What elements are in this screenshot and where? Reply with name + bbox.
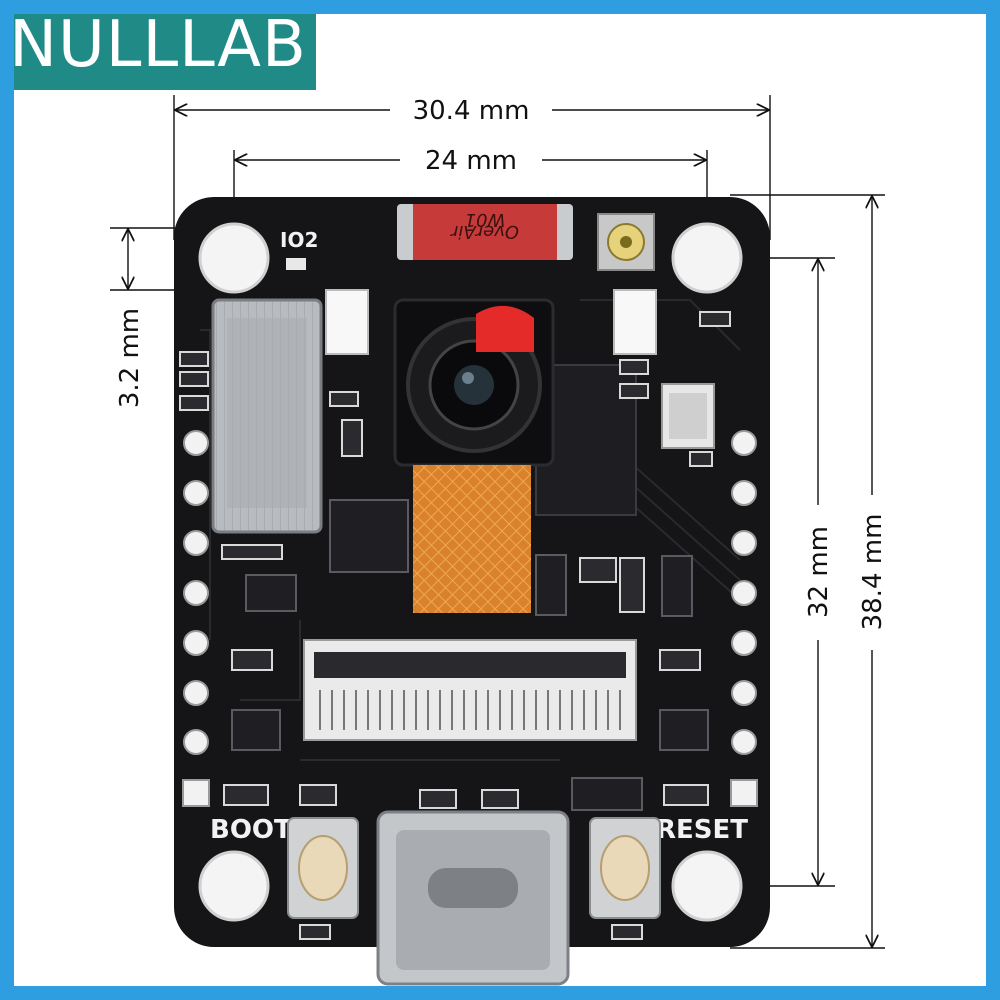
dim-hole-spacing-y: 32 mm: [804, 526, 834, 618]
crystal-oscillator: [661, 383, 715, 449]
edge-pads-right: [730, 430, 758, 807]
camera-module: [393, 298, 555, 467]
antenna-label-line2: W01: [465, 209, 506, 230]
antenna-label-line1: OverAir: [449, 221, 519, 242]
flash-led-right: [613, 289, 657, 355]
dim-outer-height: 38.4 mm: [858, 514, 888, 631]
ic-packages: [231, 499, 709, 811]
silkscreen-boot: BOOT: [210, 815, 292, 845]
fpc-connector: [303, 639, 637, 741]
usb-c-port: [376, 810, 570, 986]
brand-name: NULLLAB: [9, 8, 307, 82]
sd-card-slot: [211, 298, 323, 534]
edge-pads-left: [182, 430, 210, 807]
flex-ribbon: [413, 465, 531, 613]
silkscreen-io2: IO2: [280, 228, 318, 252]
dim-hole-inset: 3.2 mm: [115, 308, 145, 408]
silkscreen-reset: RESET: [656, 815, 748, 845]
reset-button[interactable]: [589, 817, 661, 919]
dim-hole-spacing-x: 24 mm: [425, 146, 517, 176]
boot-button[interactable]: [287, 817, 359, 919]
status-led: [286, 258, 306, 270]
dim-outer-width: 30.4 mm: [413, 96, 530, 126]
flash-led-left: [325, 289, 369, 355]
mounting-holes: [198, 222, 743, 922]
smd-components: [179, 311, 731, 940]
ipex-connector: [597, 213, 655, 271]
brand-logo: NULLLAB: [0, 0, 316, 90]
antenna-chip: OverAir W01: [397, 204, 573, 260]
